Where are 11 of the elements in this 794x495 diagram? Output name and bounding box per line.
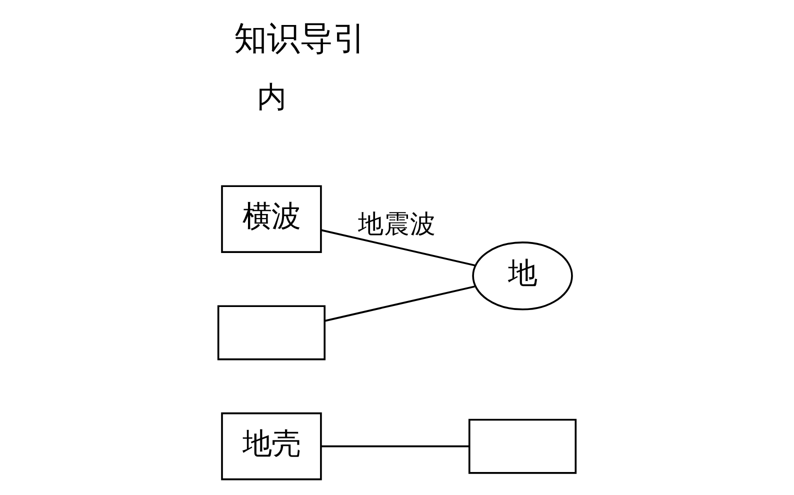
node-box: 横波: [221, 185, 322, 253]
diagram-title: 知识导引: [234, 18, 366, 58]
node-box: 地壳: [221, 412, 322, 480]
connector: [321, 445, 469, 448]
edge-label: 地震波: [358, 209, 436, 240]
connector: [320, 229, 476, 266]
node-box: [468, 418, 577, 474]
node-box: [217, 305, 326, 360]
node-ellipse: 地: [472, 242, 573, 310]
label: 内: [256, 80, 286, 114]
connector: [324, 286, 475, 322]
